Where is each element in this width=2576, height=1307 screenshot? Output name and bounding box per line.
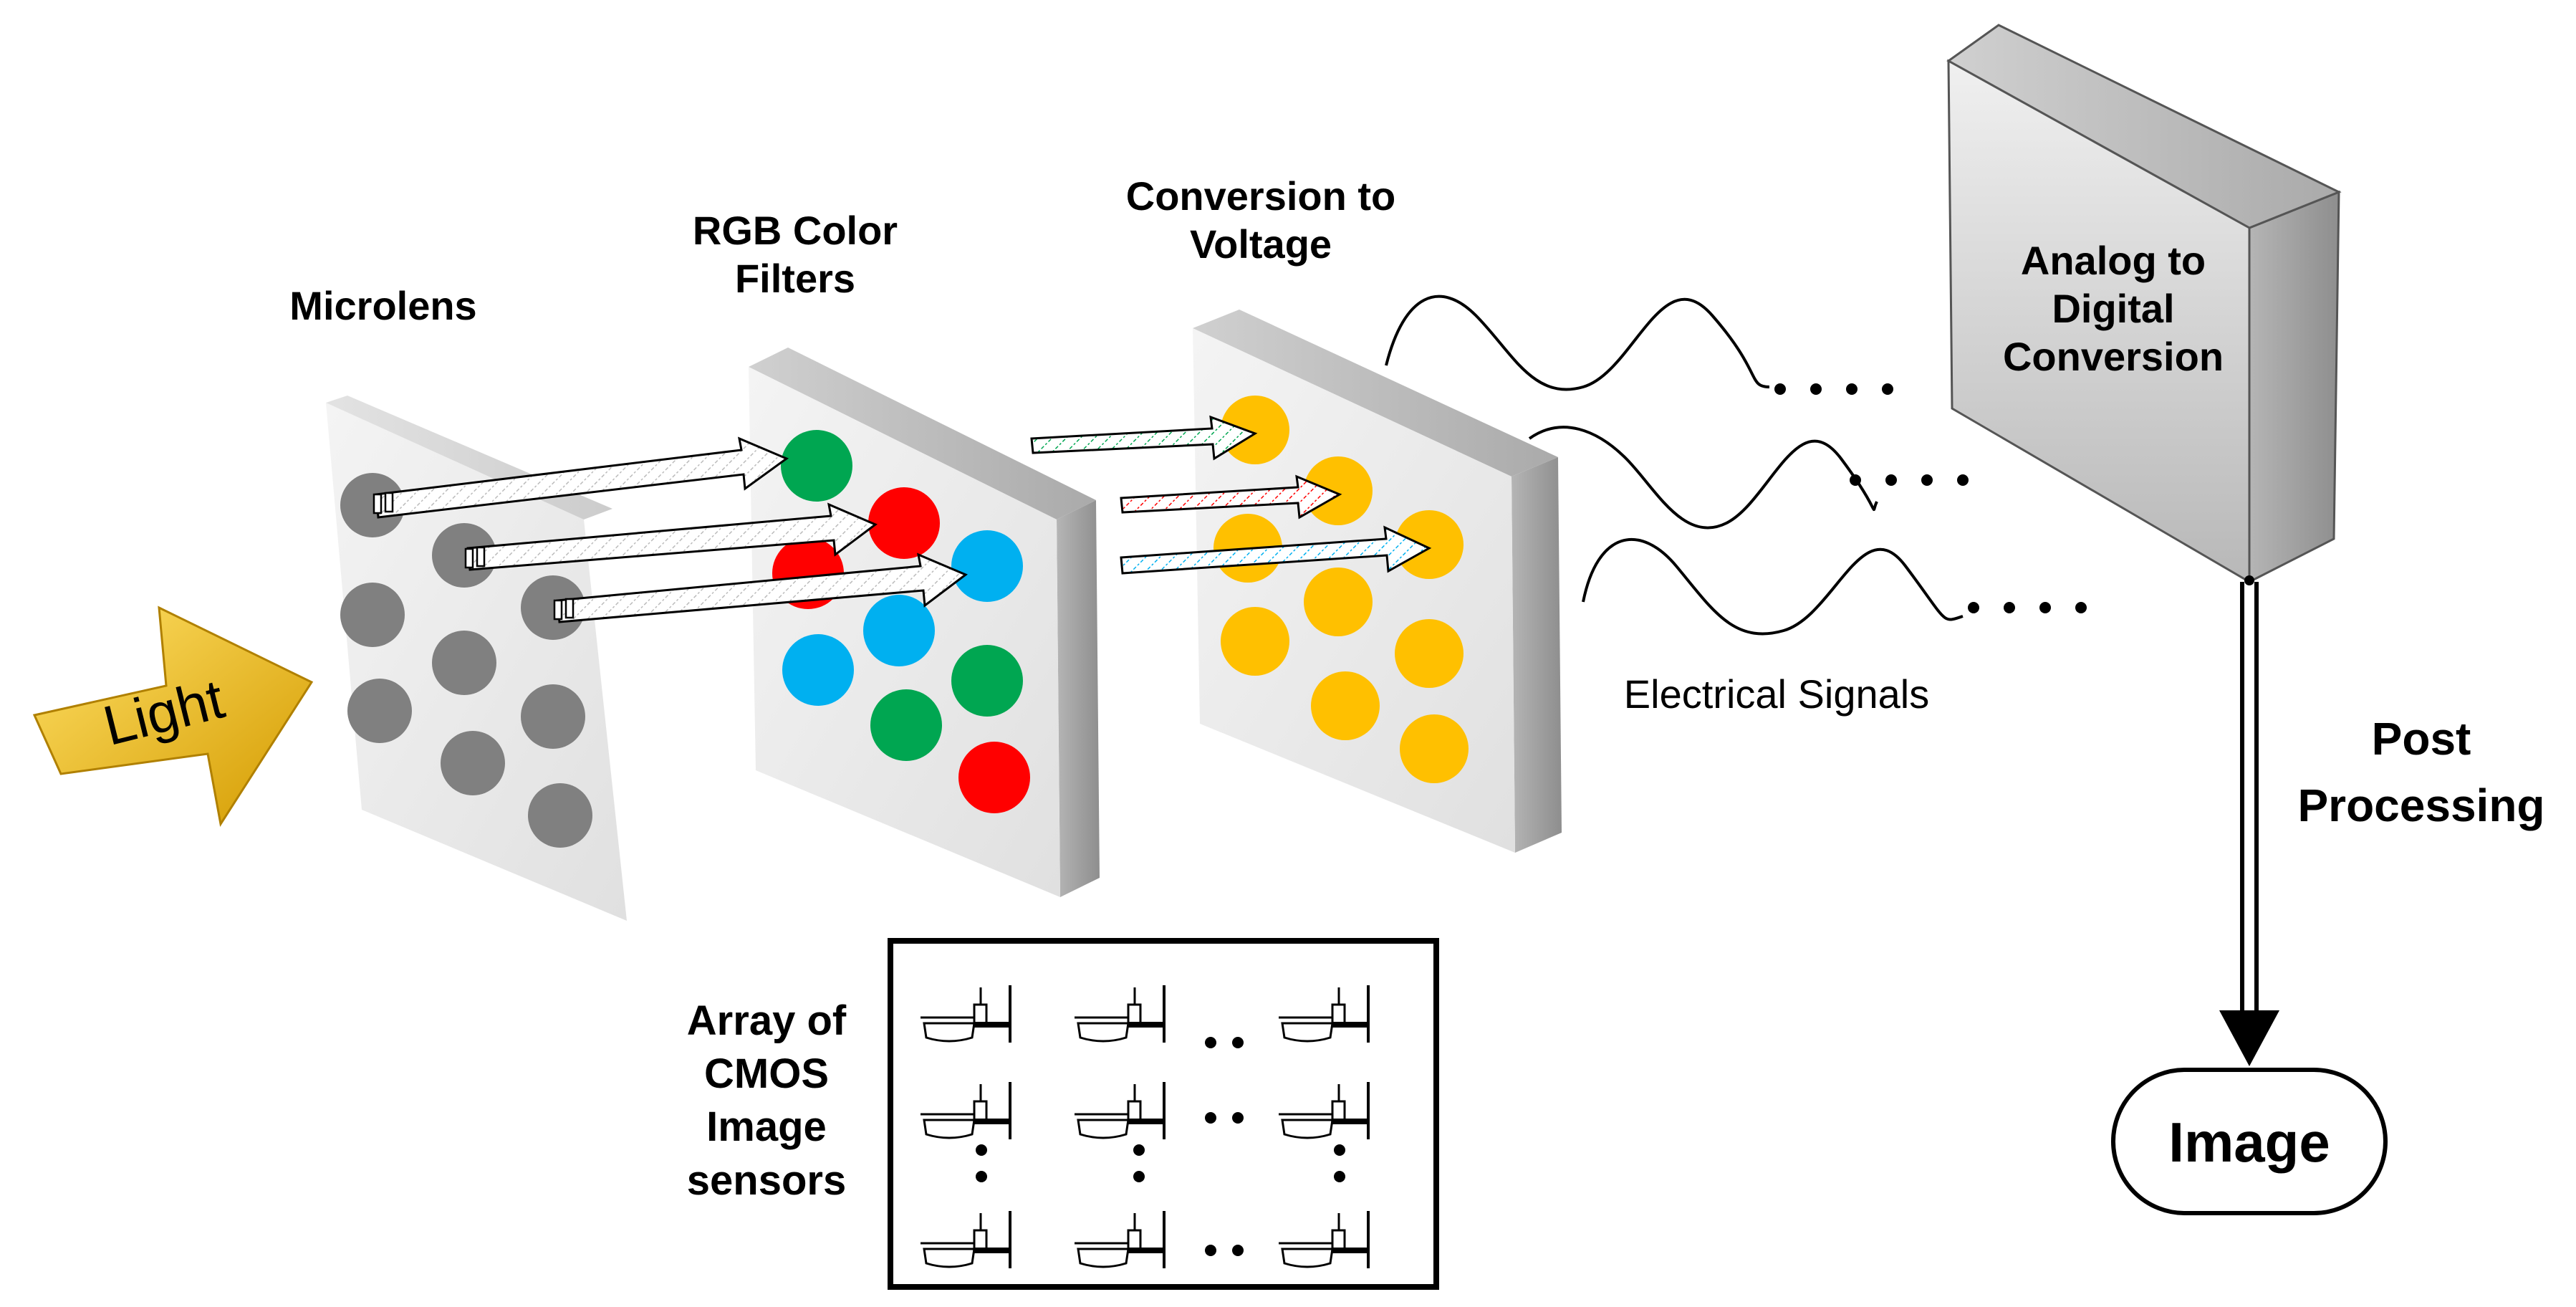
- conversion-voltage-line-2: Voltage: [1189, 221, 1332, 267]
- post-processing-label: Post Processing: [2271, 706, 2572, 839]
- rgb-filters-label: RGB Color Filters: [645, 206, 946, 302]
- adc-block: [1946, 24, 2342, 584]
- cmos-array-box: [888, 938, 1439, 1290]
- red-filter: [958, 742, 1030, 813]
- cmos-array-line-3: Image: [706, 1103, 827, 1151]
- blue-filter: [863, 595, 935, 666]
- blue-filter: [951, 530, 1023, 602]
- voltage-cell: [1221, 607, 1289, 676]
- microlens-label-text: Microlens: [289, 283, 477, 328]
- microlens-dot: [432, 631, 496, 695]
- image-terminal: [2111, 1068, 2388, 1215]
- voltage-cell: [1304, 568, 1373, 636]
- microlens-dot: [441, 731, 505, 795]
- rgb-filters-line-2: Filters: [734, 256, 856, 302]
- microlens-panel: [326, 396, 627, 921]
- cmos-array-label: Array of CMOS Image sensors: [648, 995, 885, 1207]
- microlens-dot: [340, 473, 405, 537]
- image-label-text: Image: [2168, 1111, 2330, 1174]
- post-processing-line-2: Processing: [2297, 779, 2545, 831]
- electrical-signals-label: Electrical Signals: [1576, 670, 1977, 718]
- array-ellipsis: [976, 1037, 1345, 1256]
- rgb-filter-panel: [749, 348, 1100, 897]
- red-filter: [868, 487, 940, 559]
- conversion-voltage-label: Conversion to Voltage: [1067, 172, 1454, 268]
- microlens-dot: [432, 523, 496, 588]
- microlens-dot: [340, 583, 405, 647]
- adc-line-3: Conversion: [2002, 334, 2224, 380]
- color-path-arrows: [1030, 415, 1432, 575]
- rgb-filters-line-1: RGB Color: [692, 208, 898, 253]
- microlens-dot: [347, 679, 412, 743]
- cmos-array-line-1: Array of: [686, 997, 847, 1044]
- voltage-cell: [1304, 456, 1373, 525]
- lens-marks: [373, 492, 575, 621]
- adc-line-1: Analog to: [2020, 238, 2206, 283]
- green-filter: [951, 645, 1023, 717]
- adc-label: Analog to Digital Conversion: [1977, 236, 2249, 381]
- microlens-dot: [528, 783, 592, 848]
- voltage-cell: [1395, 619, 1464, 688]
- blue-filter: [782, 634, 854, 706]
- voltage-cell: [1221, 396, 1289, 464]
- image-label: Image: [2113, 1109, 2385, 1177]
- voltage-cell: [1400, 714, 1469, 783]
- microlens-label: Microlens: [265, 282, 501, 330]
- microlens-dot: [521, 575, 585, 640]
- voltage-cell: [1395, 510, 1464, 579]
- cmos-array-line-2: CMOS: [704, 1050, 829, 1098]
- green-filter: [781, 430, 852, 502]
- green-filter: [870, 689, 942, 761]
- light-arrow: Light: [32, 605, 314, 828]
- light-path-arrows: [375, 436, 968, 623]
- signal-continuation-dots: [1774, 383, 2087, 613]
- conversion-voltage-line-1: Conversion to: [1125, 173, 1396, 219]
- electrical-signals-text: Electrical Signals: [1623, 671, 1930, 717]
- post-processing-line-1: Post: [2371, 713, 2471, 765]
- microlens-dot: [521, 684, 585, 749]
- voltage-cell: [1311, 671, 1380, 740]
- cmos-array-line-4: sensors: [686, 1157, 847, 1204]
- adc-line-2: Digital: [2052, 286, 2175, 332]
- voltage-panel: [1193, 310, 1562, 853]
- post-processing-arrow: [2219, 575, 2279, 1066]
